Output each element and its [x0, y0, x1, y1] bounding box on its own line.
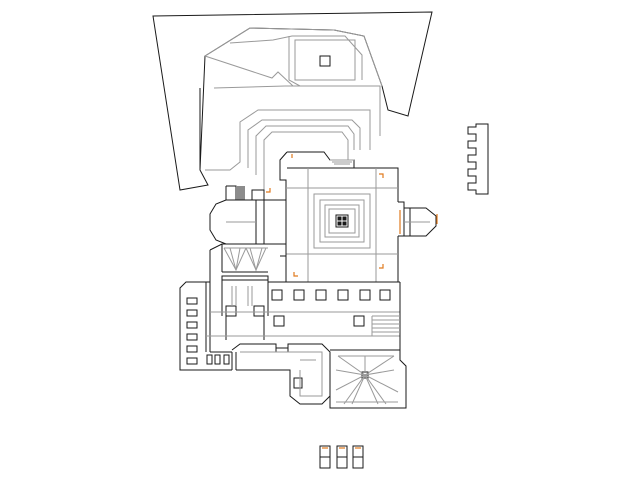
gallery-east-steps — [371, 315, 400, 336]
east-annex-door — [399, 210, 438, 234]
main-hall-steps — [286, 159, 398, 282]
pillar-gallery — [268, 281, 401, 360]
west-stair-corridor — [225, 185, 286, 201]
south-corridor-floor — [240, 351, 323, 397]
fan-stairs-west — [209, 243, 287, 282]
east-ladder-structure — [467, 123, 489, 195]
east-annex — [398, 201, 437, 237]
lower-west-rooms — [179, 280, 269, 371]
inner-terraces — [204, 27, 383, 190]
west-round-room — [209, 199, 287, 258]
teleport-pad — [335, 214, 349, 228]
main-hall-doors — [266, 154, 384, 277]
lower-west-floor — [206, 286, 400, 337]
octagon-rays — [335, 355, 399, 405]
pillar-north — [199, 55, 331, 170]
south-corridor — [231, 343, 331, 405]
fan-stairs-rays — [223, 247, 268, 272]
key-slots — [319, 445, 364, 469]
wall-niches — [186, 297, 230, 365]
outdoor-courtyard — [152, 11, 433, 191]
